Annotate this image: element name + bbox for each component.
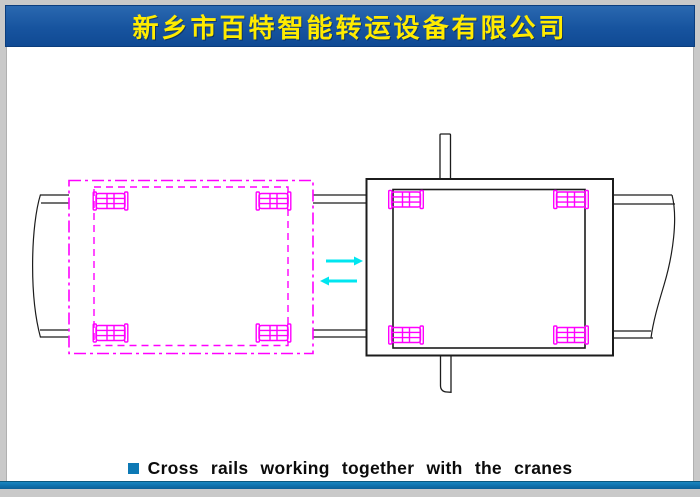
wheel-block (255, 323, 292, 343)
cross-rail-bottom (439, 354, 452, 394)
footer-accent-strip (0, 481, 700, 489)
slide-header-bar: 新乡市百特智能转运设备有限公司 (5, 5, 695, 47)
wheel-block (92, 323, 129, 343)
rail-break-curve-left (32, 194, 42, 338)
caption-row: Cross rails working together with the cr… (7, 458, 693, 479)
crane-diagram (32, 133, 676, 394)
runway-rails-right (613, 194, 676, 339)
runway-rails-left (32, 194, 69, 338)
arrow-left-icon (320, 276, 357, 286)
square-bullet-icon (127, 463, 139, 474)
company-title: 新乡市百特智能转运设备有限公司 (132, 12, 568, 43)
arrow-right-icon (326, 256, 363, 266)
runway-rails-middle (313, 194, 367, 338)
cross-rail (439, 133, 452, 394)
crane-right-body (365, 178, 614, 357)
slide-caption: Cross rails working together with the cr… (147, 458, 573, 478)
wheel-block (255, 191, 292, 211)
slide-body: Cross rails working together with the cr… (6, 47, 694, 481)
crane-left-outline (68, 179, 314, 355)
rail-break-curve-right (650, 194, 676, 339)
cross-rail-top (439, 133, 452, 181)
wheel-block (92, 191, 129, 211)
